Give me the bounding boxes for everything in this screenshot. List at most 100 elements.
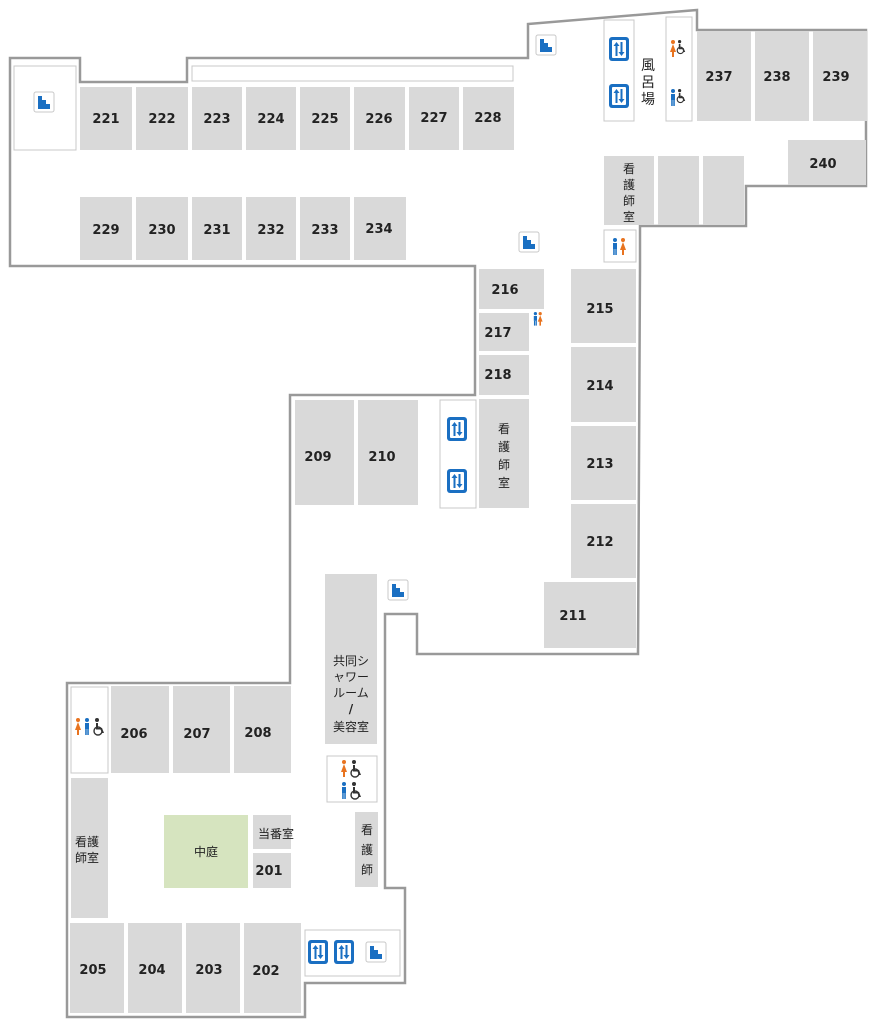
room-226: 226 — [354, 87, 405, 150]
svg-text:215: 215 — [586, 302, 613, 317]
svg-text:師室: 師室 — [75, 850, 99, 865]
svg-text:当番室: 当番室 — [258, 826, 294, 841]
svg-text:看: 看 — [623, 162, 635, 176]
room-212: 212 — [571, 504, 636, 578]
svg-text:218: 218 — [484, 368, 511, 383]
room-238: 240 — [788, 140, 866, 185]
room-202: 202 — [244, 923, 301, 1013]
room-207: 207 — [173, 686, 230, 773]
svg-text:師: 師 — [361, 863, 373, 877]
room-206: 206 — [111, 686, 169, 773]
svg-text:231: 231 — [203, 223, 230, 238]
room-221: 221 — [80, 87, 132, 150]
room-203: 203 — [186, 923, 240, 1013]
nurse-station-top: 看 護 師 室 — [604, 156, 654, 225]
elevator-icon — [447, 469, 467, 493]
room-228: 228 — [463, 87, 514, 150]
room-234: 234 — [354, 197, 406, 260]
svg-text:214: 214 — [586, 379, 613, 394]
nurse-station-bottom-right: 看 護 師 — [355, 812, 378, 887]
room-215: 215 — [571, 269, 636, 343]
stairs-icon — [387, 579, 409, 601]
svg-text:201: 201 — [255, 864, 282, 879]
svg-text:ャワー: ャワー — [333, 670, 369, 684]
svg-text:208: 208 — [244, 726, 271, 741]
svg-text:共同シ: 共同シ — [333, 654, 369, 668]
svg-text:ルーム: ルーム — [333, 686, 369, 700]
svg-text:師: 師 — [623, 194, 635, 208]
stairs-icon — [365, 941, 387, 963]
stairs-icon — [33, 91, 55, 113]
svg-text:227: 227 — [420, 111, 447, 126]
svg-text:223: 223 — [203, 112, 230, 127]
restroom-block-middle — [326, 755, 378, 803]
svg-text:234: 234 — [365, 222, 392, 237]
room-211: 211 — [544, 582, 636, 648]
room-208: 208 — [234, 686, 291, 773]
svg-text:228: 228 — [474, 111, 501, 126]
svg-text:238: 238 — [763, 70, 790, 85]
shared-shower-room: 共同シ ャワー ルーム / 美容室 — [325, 574, 377, 744]
svg-text:212: 212 — [586, 535, 613, 550]
bath-label: 風 呂 場 — [641, 58, 655, 108]
room-225: 225 — [300, 87, 350, 150]
room-223: 223 — [192, 87, 242, 150]
restroom-block-top — [665, 16, 693, 122]
svg-text:師: 師 — [498, 458, 510, 472]
duty-room: 当番室 — [253, 815, 294, 849]
room-239 — [658, 156, 699, 225]
courtyard: 中庭 — [164, 815, 248, 888]
svg-text:看: 看 — [361, 823, 373, 837]
room-216: 216 — [479, 269, 544, 309]
svg-text:221: 221 — [92, 112, 119, 127]
room-236: 238 — [755, 31, 809, 121]
restroom-box-top — [603, 229, 637, 263]
svg-text:護: 護 — [623, 177, 635, 192]
room-214: 214 — [571, 347, 636, 422]
svg-text:217: 217 — [484, 326, 511, 341]
room-222: 222 — [136, 87, 188, 150]
svg-text:室: 室 — [498, 475, 510, 490]
room-201: 201 — [253, 853, 291, 888]
svg-text:224: 224 — [257, 112, 284, 127]
room-232: 232 — [246, 197, 296, 260]
room-217: 217 — [479, 313, 529, 351]
elevator-icon — [334, 940, 354, 964]
svg-text:207: 207 — [183, 727, 210, 742]
svg-text:237: 237 — [705, 70, 732, 85]
room-229: 229 — [80, 197, 132, 260]
corridor-bar — [191, 65, 514, 82]
svg-text:206: 206 — [120, 727, 147, 742]
room-213: 213 — [571, 426, 636, 500]
stairs-icon — [535, 34, 557, 56]
elevator-icon — [609, 37, 629, 61]
room-237: 239 — [813, 31, 867, 121]
svg-text:203: 203 — [195, 963, 222, 978]
svg-text:216: 216 — [491, 283, 518, 298]
svg-text:護: 護 — [498, 439, 510, 454]
svg-text:209: 209 — [304, 450, 331, 465]
svg-text:233: 233 — [311, 223, 338, 238]
svg-text:239: 239 — [822, 70, 849, 85]
room-210: 210 — [358, 400, 418, 505]
svg-text:風: 風 — [641, 58, 655, 74]
stairs-icon — [518, 231, 540, 253]
room-209: 209 — [295, 400, 354, 505]
room-204: 204 — [128, 923, 182, 1013]
elevator-icon — [447, 417, 467, 441]
svg-text:225: 225 — [311, 112, 338, 127]
svg-text:室: 室 — [623, 209, 635, 224]
svg-text:229: 229 — [92, 223, 119, 238]
room-240 — [703, 156, 744, 225]
room-235: 237 — [697, 31, 751, 121]
elevator-icon — [308, 940, 328, 964]
svg-text:場: 場 — [641, 92, 655, 108]
room-231: 231 — [192, 197, 242, 260]
svg-text:222: 222 — [148, 112, 175, 127]
svg-text:210: 210 — [368, 450, 395, 465]
room-205: 205 — [70, 923, 124, 1013]
room-224: 224 — [246, 87, 296, 150]
svg-text:205: 205 — [79, 963, 106, 978]
room-230: 230 — [136, 197, 188, 260]
svg-text:232: 232 — [257, 223, 284, 238]
